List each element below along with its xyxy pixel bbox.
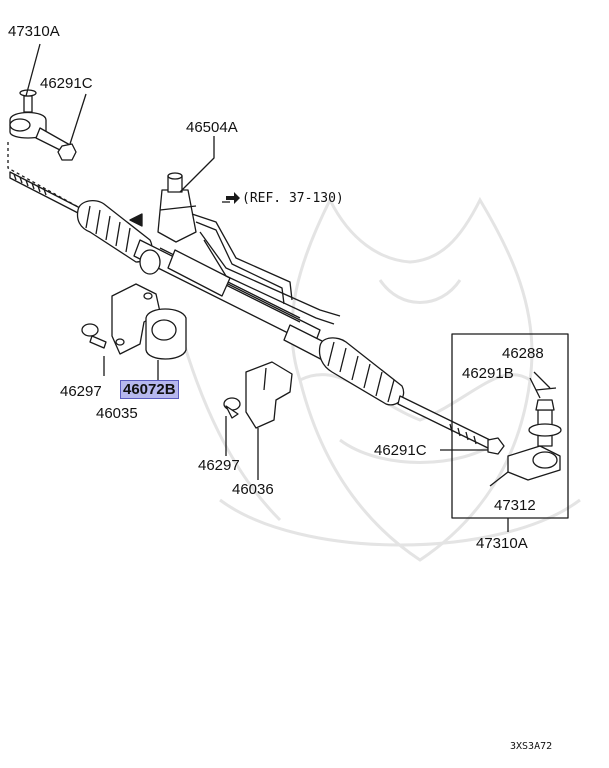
label-bolt-left: 46297 bbox=[60, 383, 102, 400]
right-threaded-rod bbox=[397, 395, 491, 449]
label-castle-nut: 46291B bbox=[462, 365, 514, 382]
left-threaded-rod bbox=[9, 171, 81, 215]
label-clamp-left: 46035 bbox=[96, 405, 138, 422]
bushing bbox=[145, 308, 187, 360]
diagram-code: 3XS3A72 bbox=[510, 741, 553, 752]
right-tie-rod-end-box bbox=[451, 333, 569, 519]
label-bushing-highlighted: 46072B bbox=[120, 380, 179, 399]
label-tie-rod-end-inner: 47312 bbox=[494, 497, 536, 514]
left-clamp bbox=[111, 283, 161, 355]
right-clamp bbox=[245, 361, 293, 429]
right-tie-rod-end bbox=[507, 399, 562, 481]
left-tie-rod-end bbox=[9, 89, 71, 154]
leader-lines bbox=[25, 43, 551, 532]
label-clamp-right: 46036 bbox=[232, 481, 274, 498]
label-reference: (REF. 37-130) bbox=[242, 191, 344, 206]
reference-arrow bbox=[226, 192, 240, 204]
flow-arrow-left bbox=[129, 213, 143, 227]
hydraulic-pipes bbox=[191, 213, 341, 325]
label-gear-box: 46504A bbox=[186, 119, 238, 136]
left-nut bbox=[57, 143, 77, 161]
label-nut-left: 46291C bbox=[40, 75, 93, 92]
left-bolt bbox=[81, 323, 107, 349]
right-boot bbox=[318, 337, 405, 406]
right-nut bbox=[487, 437, 505, 455]
pinion-valve-housing bbox=[157, 172, 197, 243]
label-cotter-pin: 46288 bbox=[502, 345, 544, 362]
label-tie-rod-end-left: 47310A bbox=[8, 23, 60, 40]
cotter-pin bbox=[535, 387, 557, 391]
label-nut-right: 46291C bbox=[374, 442, 427, 459]
right-bolt bbox=[223, 397, 241, 419]
label-tie-rod-end-right: 47310A bbox=[476, 535, 528, 552]
label-bolt-right: 46297 bbox=[198, 457, 240, 474]
watermark-emblem bbox=[178, 196, 581, 562]
left-bracket-line bbox=[7, 142, 81, 209]
